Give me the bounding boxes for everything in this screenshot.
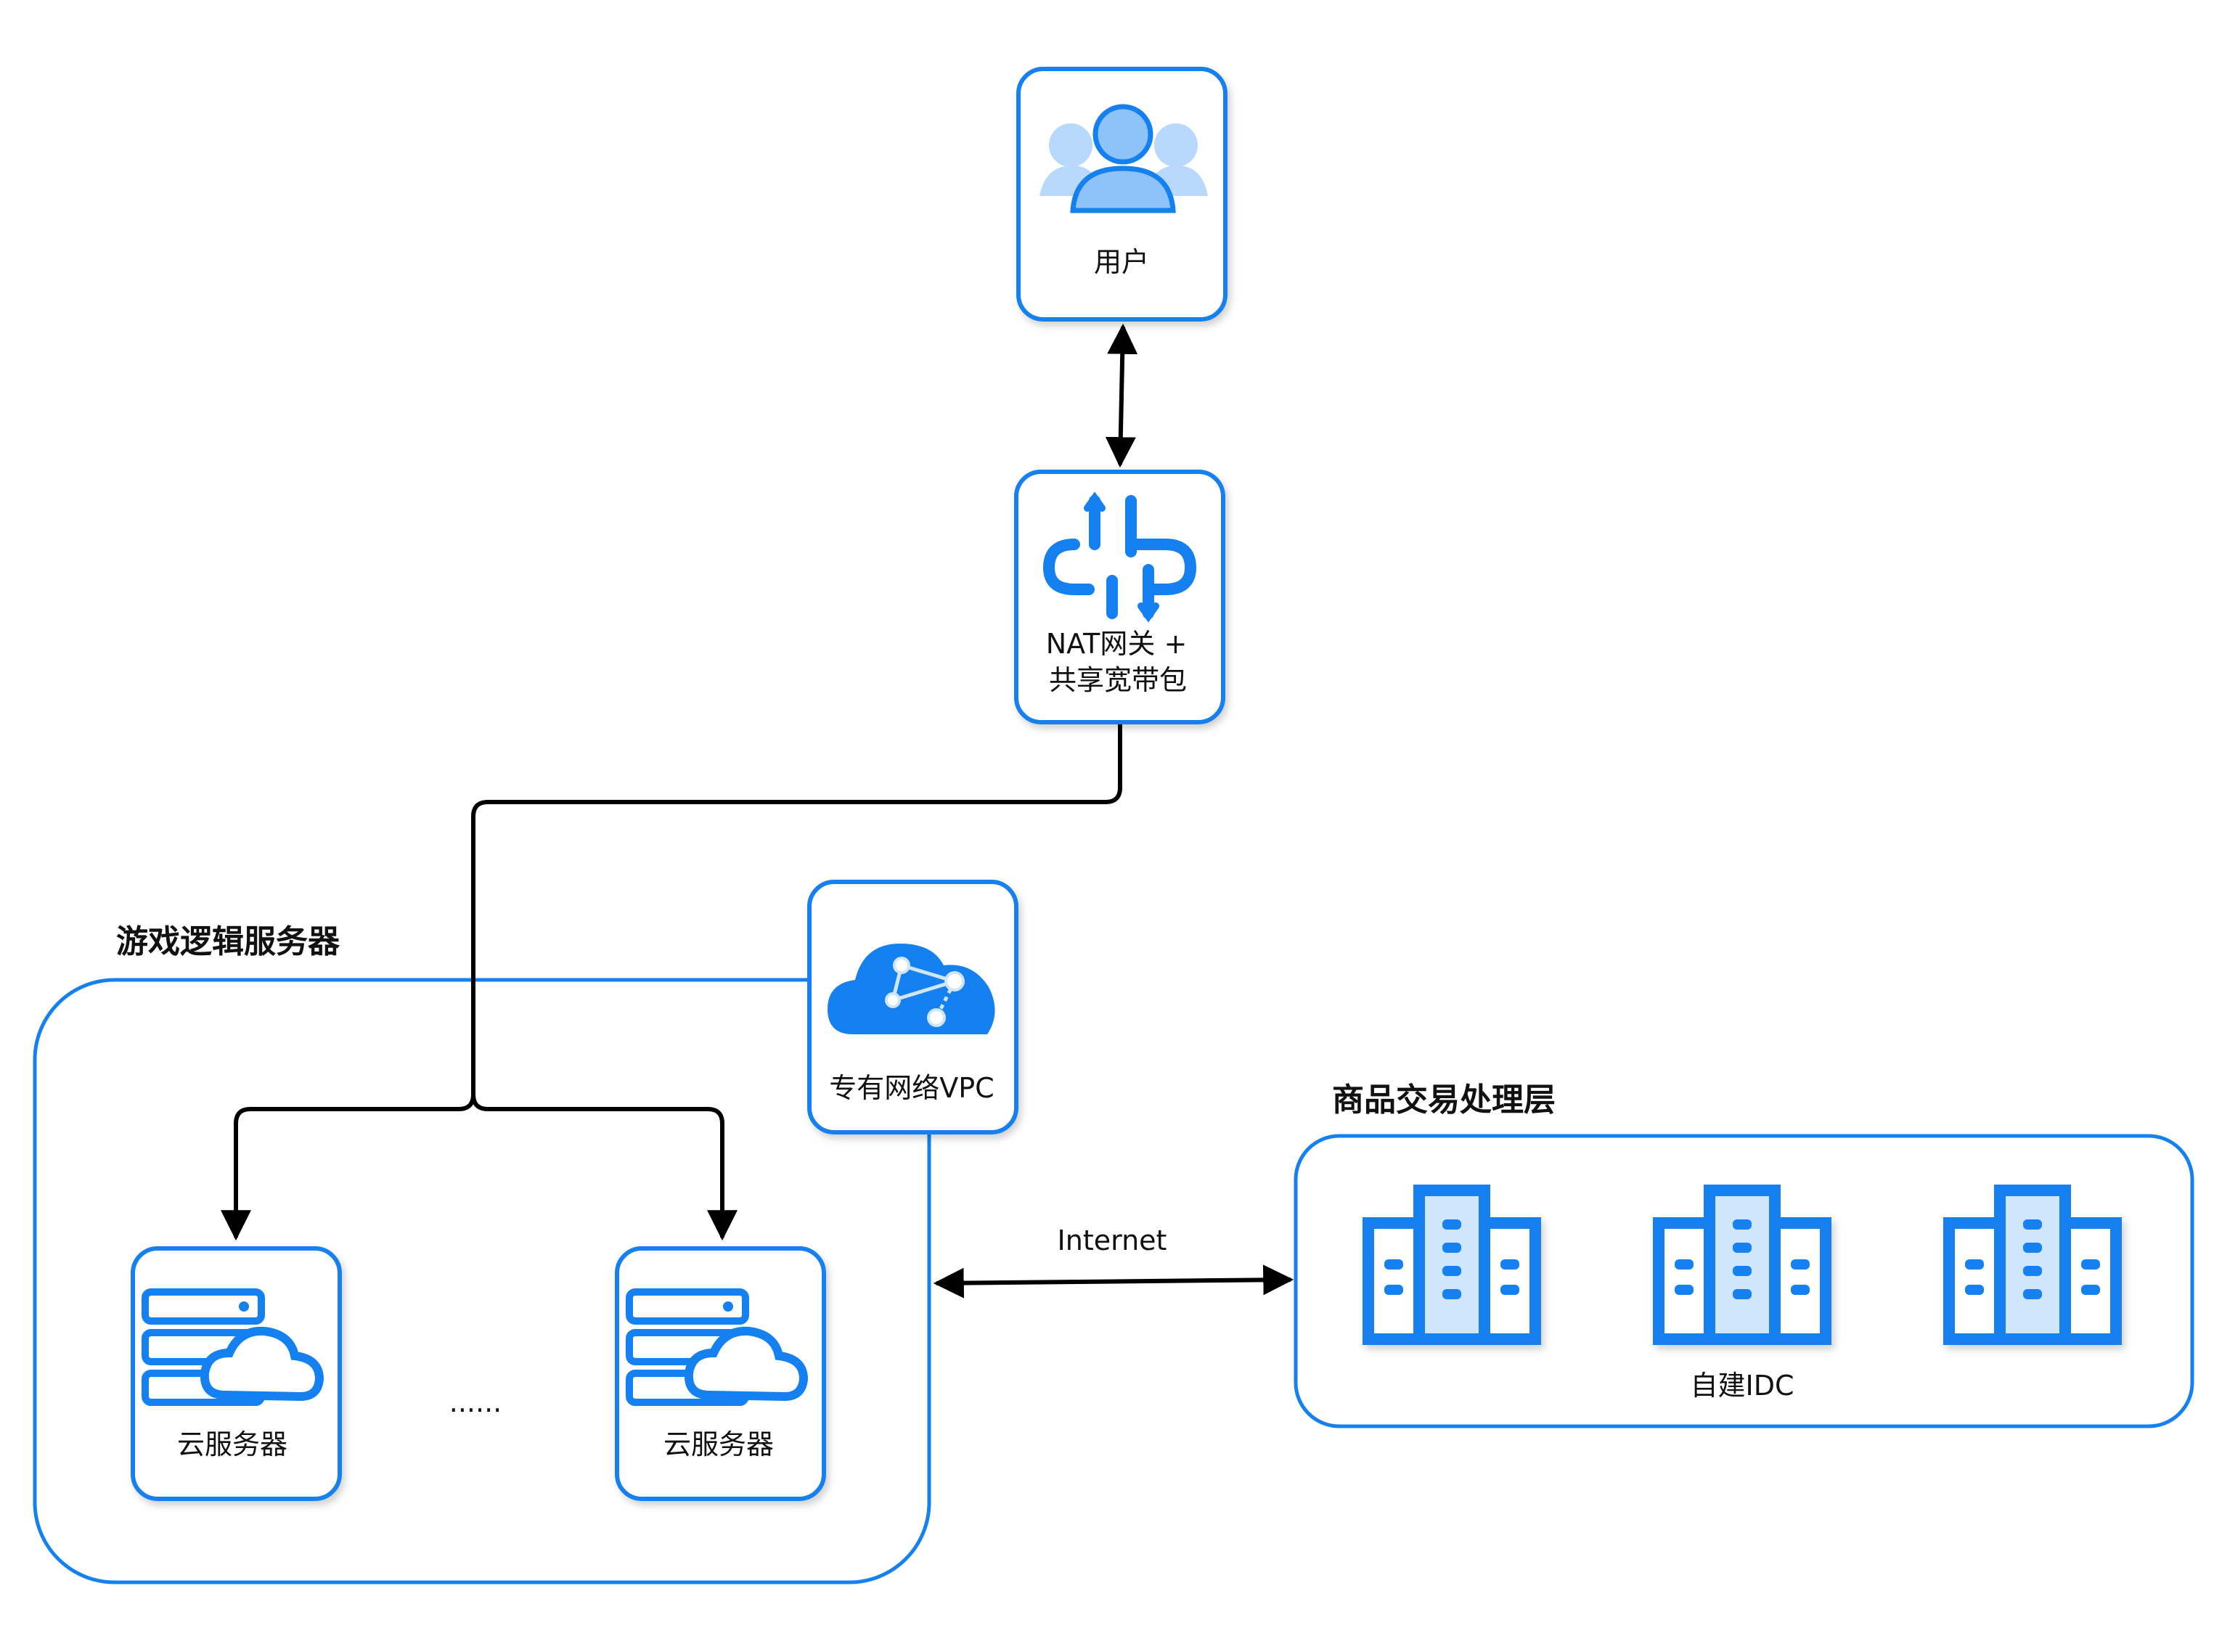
vpc-node-label: 专有网络VPC: [829, 1072, 994, 1104]
nat-node[interactable]: NAT网关 + 共享宽带包: [1014, 470, 1225, 724]
edge-nat-to-server1: [221, 722, 1122, 1241]
edge-internet: [933, 1264, 1294, 1299]
user-node[interactable]: 用户: [1016, 67, 1227, 322]
game-logic-group-title: 游戏逻辑服务器: [116, 923, 340, 960]
edge-internet-label: Internet: [1058, 1224, 1167, 1256]
edge-nat-to-server2: [471, 1094, 738, 1241]
server-node-1-label: 云服务器: [177, 1428, 287, 1460]
trade-group-title: 商品交易处理层: [1332, 1081, 1556, 1119]
server-node-1[interactable]: 云服务器: [131, 1246, 342, 1501]
vpc-node[interactable]: 专有网络VPC: [807, 880, 1018, 1134]
idc-node[interactable]: 自建IDC: [1363, 1185, 2122, 1402]
servers-ellipsis: ......: [449, 1386, 502, 1418]
building-icon: [1363, 1185, 1541, 1345]
building-icon: [1943, 1185, 2122, 1345]
cloud-server-icon: [626, 1288, 809, 1406]
users-icon: [1039, 104, 1208, 213]
building-icon: [1653, 1185, 1831, 1345]
nat-node-box: [1014, 470, 1225, 724]
nat-node-label-line1: NAT网关 +: [1046, 628, 1188, 660]
nat-node-label-line2: 共享宽带包: [1049, 664, 1187, 696]
idc-node-label: 自建IDC: [1690, 1370, 1794, 1402]
vpc-cloud-icon: [828, 944, 995, 1034]
edge-user-nat: [1105, 323, 1138, 468]
server-node-2-label: 云服务器: [663, 1428, 774, 1460]
cloud-server-icon: [142, 1288, 324, 1406]
nat-gateway-icon: [1042, 491, 1197, 623]
server-node-2[interactable]: 云服务器: [615, 1246, 826, 1501]
user-node-label: 用户: [1094, 246, 1149, 278]
